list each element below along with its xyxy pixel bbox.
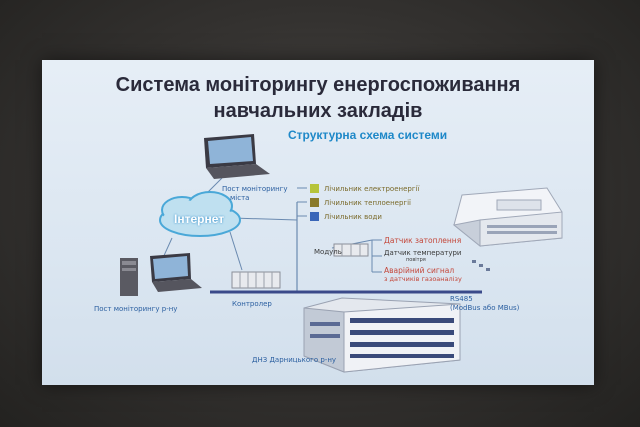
city-post-label-line-2: міста xyxy=(230,194,250,202)
link-internet-bus xyxy=(231,217,298,221)
server-tower-icon xyxy=(120,258,138,296)
slide-title-line-2: навчальних закладів xyxy=(213,100,423,122)
school-building-icon xyxy=(303,297,461,373)
module-label: Модуль xyxy=(314,248,342,256)
slide-subtitle: Структурна схема системи xyxy=(288,128,448,142)
module-device-icon xyxy=(333,243,369,257)
sensor-alarm-label-line-2: з датчиків газоаналізу xyxy=(384,275,462,283)
internet-cloud-icon xyxy=(159,191,241,237)
sensor-alarm-label-line-1: Аварійний сигнал xyxy=(384,266,455,275)
meter-1-color-square xyxy=(310,184,319,193)
presentation-slide: Система моніторингу енергоспоживання нав… xyxy=(42,60,594,385)
sensor-flood-label: Датчик затоплення xyxy=(384,236,462,245)
meter-2-label: Лічильник теплоенергії xyxy=(324,199,411,207)
controller-device-icon xyxy=(231,271,281,289)
meter-2-color-square xyxy=(310,198,319,207)
sensor-temp-label-line-1: Датчик температури xyxy=(384,249,462,257)
city-laptop-icon xyxy=(204,134,270,179)
city-post-label-line-1: Пост моніторингу xyxy=(222,185,288,193)
controller-label: Контролер xyxy=(232,300,272,308)
sensor-temp-label-line-2: повітря xyxy=(406,257,426,263)
district-post-label: Пост моніторингу р-ну xyxy=(94,305,178,313)
school-label: ДНЗ Дарницького р-ну xyxy=(252,356,337,364)
meter-3-label: Лічильник води xyxy=(324,213,382,221)
internet-label: Інтернет xyxy=(174,212,225,226)
sensor-dots-icon xyxy=(472,260,490,271)
slide-title-line-1: Система моніторингу енергоспоживання xyxy=(115,74,521,96)
meter-1-label: Лічильник електроенергії xyxy=(324,185,420,193)
meter-3-color-square xyxy=(310,212,319,221)
link-internet-controller xyxy=(229,231,243,271)
bus-label-line-1: RS485 xyxy=(450,295,473,303)
bus-label-line-2: (ModBus або MBus) xyxy=(450,304,520,312)
diagram-graphics xyxy=(120,134,563,373)
district-laptop-icon xyxy=(150,253,202,292)
office-building-icon xyxy=(452,187,563,248)
